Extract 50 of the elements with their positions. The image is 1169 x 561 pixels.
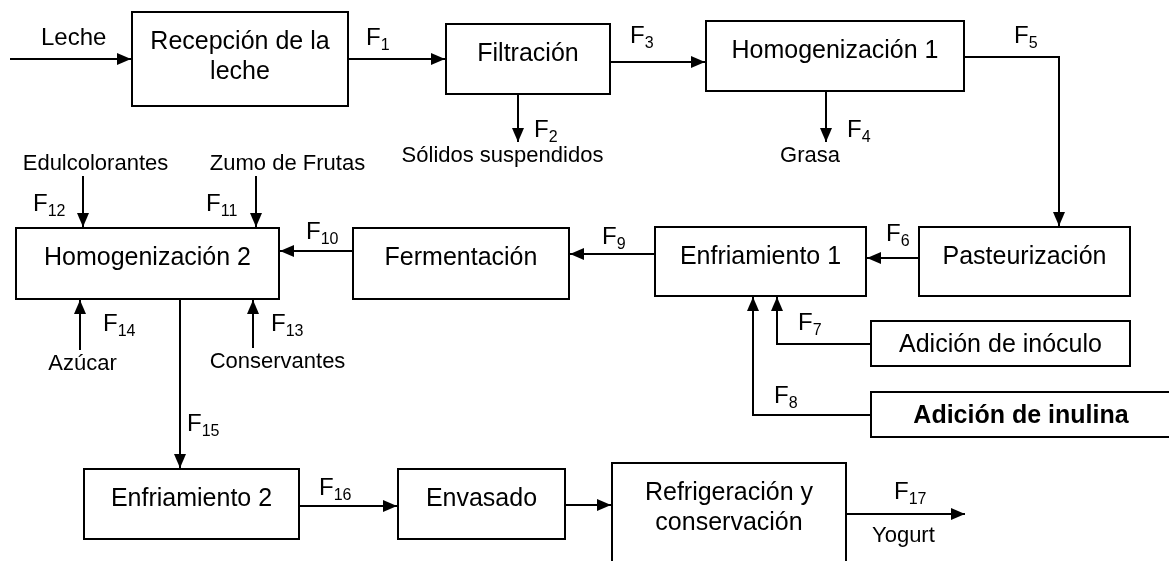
arrow [747, 296, 871, 416]
process-label: Homogenización 2 [43, 241, 252, 271]
process-box [611, 462, 847, 561]
process-box [870, 320, 1131, 367]
process-box [918, 226, 1131, 297]
process-label: Homogenización 1 [731, 34, 939, 64]
stream-label: Zumo de Frutas [195, 150, 380, 176]
stream-label: Yogurt [872, 522, 935, 548]
arrow [250, 175, 262, 228]
arrow [299, 500, 398, 512]
process-box [83, 468, 300, 540]
arrow [348, 53, 446, 65]
arrow [512, 94, 524, 143]
arrow [610, 56, 706, 68]
arrow [174, 299, 186, 469]
arrow [866, 252, 919, 264]
process-box [445, 23, 611, 95]
process-label: Recepción de la leche [149, 25, 331, 85]
process-label: Adición de inóculo [899, 328, 1102, 358]
process-box [131, 11, 349, 107]
process-label: Pasteurización [942, 240, 1107, 270]
stream-label: Sólidos suspendidos [400, 142, 605, 168]
arrow [279, 245, 353, 257]
arrow [9, 53, 132, 65]
process-box [15, 227, 280, 300]
arrow [569, 248, 655, 260]
arrow [77, 175, 89, 228]
process-box [654, 226, 867, 297]
arrow [846, 508, 966, 520]
stream-label: Grasa [775, 142, 845, 168]
process-label: Enfriamiento 1 [679, 240, 842, 270]
process-label: Fermentación [384, 241, 538, 271]
arrow [771, 296, 871, 345]
process-label: Adición de inulina [913, 399, 1129, 429]
process-label: Enfriamiento 2 [110, 482, 273, 512]
stream-label: Conservantes [195, 348, 360, 374]
arrow [964, 56, 1065, 227]
stream-label: Azúcar [40, 350, 125, 376]
process-box [705, 20, 965, 92]
stream-label: Edulcolorantes [8, 150, 183, 176]
arrow [74, 299, 86, 351]
process-box [397, 468, 566, 540]
arrow [247, 299, 259, 349]
process-box [870, 391, 1169, 438]
arrow [820, 91, 832, 143]
arrow [565, 499, 612, 511]
process-label: Refrigeración y conservación [643, 476, 815, 536]
process-label: Envasado [425, 482, 538, 512]
process-label: Filtración [477, 37, 579, 67]
process-box [352, 227, 570, 300]
